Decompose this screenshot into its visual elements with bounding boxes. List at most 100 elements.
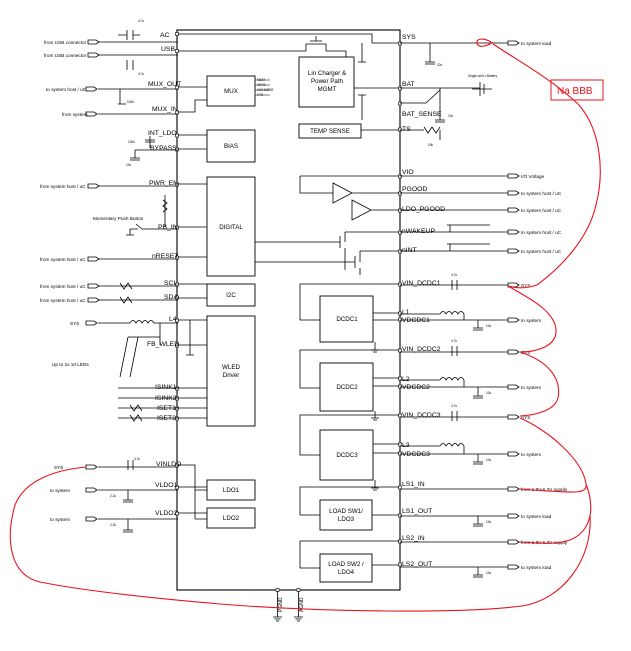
pin-vdcdc3-label: VDCDC3 <box>402 451 430 458</box>
c-ls1-value: 10u <box>486 520 492 524</box>
pgnd-wire <box>273 591 282 622</box>
nwakeup-fet <box>330 231 399 248</box>
pb-in-ext <box>126 223 178 236</box>
to-system-1-arrow <box>507 317 520 323</box>
pin-isink2-label: ISINK2 <box>155 395 177 402</box>
pin-isink1-label: ISINK1 <box>155 384 177 391</box>
usb-cap <box>98 54 178 70</box>
c-intldo-value: 100n <box>128 140 135 144</box>
mux-block <box>206 75 256 107</box>
to-system-ldo2-arrow <box>85 516 98 522</box>
pin-vin-dcdc3-label: VIN_DCDC3 <box>402 412 441 419</box>
sys-bat-fet <box>358 43 366 120</box>
vin-dcdc3-ext <box>400 411 508 421</box>
pin-nreset-label: nRESET <box>152 253 178 260</box>
wled-pins <box>178 319 207 419</box>
from-supply-2-label: from 1.8V-6.3V supply <box>521 540 568 545</box>
vin-dcdc1-ext <box>400 280 508 290</box>
internal-blocks: MUX VBAT VSYS VICHARGE VTS Lin Charger &… <box>206 56 374 583</box>
pin-nwakeup-marker <box>398 230 402 235</box>
pin-bat-sense-label: BAT_SENSE <box>402 111 442 118</box>
pin-vdcdc2-label: VDCDC2 <box>402 384 430 391</box>
pin-pb-in-label: PB_IN <box>158 224 178 231</box>
red-loop-bottom <box>9 466 591 612</box>
pin-vdcdc1-label: VDCDC1 <box>402 317 430 324</box>
nint-fet <box>345 250 399 268</box>
from-host-pwr-label: from system host / uC <box>40 184 86 189</box>
internal-wiring <box>178 33 399 569</box>
io-voltage-arrow <box>507 173 520 179</box>
c-vin3-value: 4.7u <box>451 404 457 408</box>
pin-isink1-marker <box>175 386 179 391</box>
ldo-pins <box>178 464 207 520</box>
c-vin2-value: 4.7u <box>451 339 457 343</box>
bias-label: BIAS <box>224 143 238 150</box>
right-pins: SYS BAT BAT_SENSE TS VIO PGOOD LDO_PGOOD… <box>398 34 445 568</box>
to-host-nwakeup-arrow <box>507 229 520 235</box>
pullup-resistors <box>162 195 168 227</box>
to-system-ldo2-label: to system <box>50 517 70 522</box>
pin-agnd-label: AGND <box>299 597 305 612</box>
to-system-1-label: to system <box>521 318 541 323</box>
charger-block <box>298 56 355 108</box>
vldo2-ext <box>98 518 178 533</box>
pin-ls1-out-label: LS1_OUT <box>402 508 432 515</box>
from-usb-arrow-1 <box>87 39 100 45</box>
c-vinldo-value: 4.7u <box>134 457 140 461</box>
charger-label-2: Power Path <box>311 78 344 85</box>
red-loop-dcdc <box>507 285 560 417</box>
to-host-ldo-pgood-label: to system host / uC <box>521 208 562 213</box>
external-left: 4.7u 4.7u from USB connector from USB co… <box>40 19 178 533</box>
c-mux-value: 100n <box>127 100 134 104</box>
pin-sys-label: SYS <box>402 34 416 41</box>
ac-internal-wire <box>178 33 399 44</box>
from-host-scl-arrow <box>87 283 100 289</box>
load-sw2-block <box>319 553 373 583</box>
agnd-wire <box>294 591 303 622</box>
to-system-3-arrow <box>507 451 520 457</box>
pin-pgood-label: PGOOD <box>402 186 427 193</box>
leds-label: Up to 2x 10 LEDs <box>52 362 89 367</box>
c-vout2-value: 10u <box>486 391 492 395</box>
pin-isink2-marker <box>175 396 179 401</box>
vinldo-ext <box>98 460 178 470</box>
pin-pgood-marker <box>398 191 402 196</box>
pin-l1-marker <box>398 311 402 316</box>
pin-ldo-pgood-marker <box>398 208 402 213</box>
from-system-arrow <box>85 111 98 117</box>
load-sw1-block <box>319 499 373 531</box>
load-sw1-label-1: LOAD SW1/ <box>329 508 363 515</box>
to-system-2-arrow <box>507 384 520 390</box>
from-host-scl-label: from system host / uC <box>40 284 86 289</box>
pin-ldo-pgood-label: LDO_PGOOD <box>402 206 445 213</box>
ac-cap <box>98 30 178 43</box>
charger-label-3: MGMT <box>318 86 337 93</box>
load-sw1-label-2: LDO3 <box>338 516 355 523</box>
vin-dcdc2-ext <box>400 346 508 356</box>
pgood-feed <box>299 176 333 194</box>
dcdc3-label: DCDC3 <box>336 452 358 459</box>
c-vout1-value: 10u <box>486 324 492 328</box>
from-host-nreset-label: from system host / uC <box>40 257 86 262</box>
pin-bat-label: BAT <box>402 81 415 88</box>
pin-usb-label: USB <box>161 46 175 53</box>
to-host-mux-label: to system host / uC <box>46 87 87 92</box>
red-loop-ls1 <box>518 417 587 493</box>
load-sw2-label-2: LDO4 <box>338 569 355 576</box>
dcdc1-label: DCDC1 <box>336 316 358 323</box>
io-voltage-label: I/O Voltage <box>521 174 545 179</box>
pin-vin-dcdc2-label: VIN_DCDC2 <box>402 346 441 353</box>
from-supply-1-arrow <box>507 486 520 492</box>
bat-ext <box>400 87 480 123</box>
dcdc1-internal <box>299 283 399 321</box>
sda-ext <box>98 296 178 304</box>
c-ls2-value: 10u <box>486 571 492 575</box>
wled-driver-block <box>206 315 256 427</box>
c-sys-value: 22u <box>437 63 443 67</box>
c-vout3-value: 10u <box>486 458 492 462</box>
sys-l4-arrow <box>85 320 98 326</box>
momentary-label: Momentary Push Button <box>93 216 144 221</box>
fet-grounds <box>344 248 361 275</box>
sys-2-label: SYS <box>521 350 530 355</box>
to-system-2-label: to system <box>521 385 541 390</box>
